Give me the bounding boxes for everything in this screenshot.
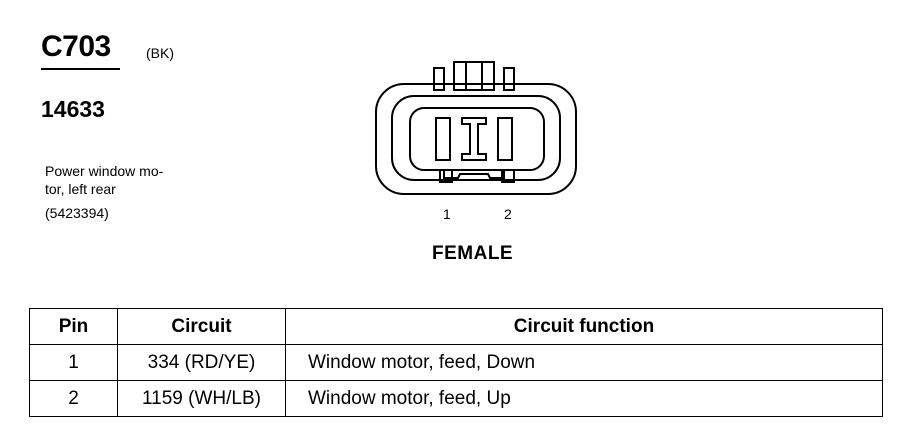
- center-key: [461, 117, 487, 161]
- table-row: 2 1159 (WH/LB) Window motor, feed, Up: [29, 380, 883, 417]
- latch-tabs: [433, 61, 515, 91]
- pin-label-2: 2: [504, 206, 512, 222]
- connector-id: C703: [41, 30, 111, 63]
- cell-circuit-function: Window motor, feed, Up: [285, 380, 883, 417]
- part-number: 14633: [41, 96, 105, 122]
- terminal-pin-1: [435, 117, 451, 161]
- description-line: Power window mo-: [45, 163, 164, 179]
- connector-cavity: [409, 107, 545, 171]
- connector-gender-label: FEMALE: [432, 243, 514, 264]
- header-pin: Pin: [29, 308, 118, 345]
- table-row: 1 334 (RD/YE) Window motor, feed, Down: [29, 344, 883, 381]
- connector-id-underline: [41, 68, 120, 70]
- connector-inner-housing: [391, 95, 561, 181]
- header-circuit: Circuit: [117, 308, 286, 345]
- connector-face-drawing: [375, 61, 577, 195]
- description-line: (5423394): [45, 205, 109, 221]
- description-line: tor, left rear: [45, 181, 116, 197]
- connector-outer-housing: [375, 83, 577, 195]
- pin-label-1: 1: [443, 206, 451, 222]
- cell-circuit: 334 (RD/YE): [117, 344, 286, 381]
- header-circuit-function: Circuit function: [285, 308, 883, 345]
- cell-circuit-function: Window motor, feed, Down: [285, 344, 883, 381]
- cell-pin: 2: [29, 380, 118, 417]
- cell-pin: 1: [29, 344, 118, 381]
- connector-color: (BK): [146, 45, 174, 61]
- terminal-pin-2: [497, 117, 513, 161]
- table-header-row: Pin Circuit Circuit function: [29, 308, 883, 345]
- cell-circuit: 1159 (WH/LB): [117, 380, 286, 417]
- pin-table: Pin Circuit Circuit function 1 334 (RD/Y…: [29, 308, 883, 417]
